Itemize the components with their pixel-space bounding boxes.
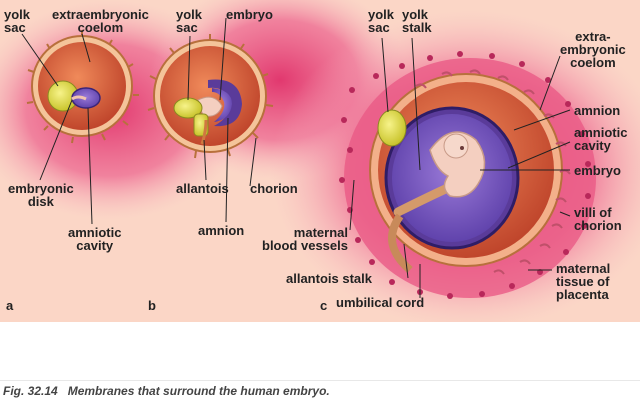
label-c-yolk-stalk: yolk stalk (402, 8, 432, 34)
label-c-yolk-sac: yolk sac (368, 8, 394, 34)
label-c-extraembryonic-coelom: extra- embryonic coelom (560, 30, 626, 69)
label-text: embryo (226, 7, 273, 22)
figure-caption: Fig. 32.14 Membranes that surround the hu… (3, 384, 330, 398)
label-b-chorion: chorion (250, 182, 298, 195)
caption-text: Membranes that surround the human embryo… (67, 384, 330, 398)
panel-a-embryo (26, 30, 139, 144)
label-text: yolk stalk (402, 7, 432, 35)
label-b-allantois: allantois (176, 182, 229, 195)
label-text: amniotic cavity (574, 125, 628, 153)
label-c-amniotic-cavity: amniotic cavity (574, 126, 627, 152)
label-text: embryo (574, 163, 621, 178)
label-text: yolk sac (4, 7, 31, 35)
label-text: extra- embryonic coelom (560, 29, 626, 70)
label-text: yolk sac (176, 7, 203, 35)
label-a-yolk-sac: yolk sac (4, 8, 30, 34)
label-b-amnion: amnion (198, 224, 244, 237)
label-c-umbilical-cord: umbilical cord (336, 296, 424, 309)
label-c-amnion: amnion (574, 104, 620, 117)
label-a-embryonic-disk: embryonic disk (8, 182, 74, 208)
label-b-embryo: embryo (226, 8, 273, 21)
label-text: amniotic cavity (68, 225, 122, 253)
label-a-amniotic-cavity: amniotic cavity (68, 226, 121, 252)
panel-letter-b: b (148, 298, 156, 313)
label-c-maternal-tissue-of-placenta: maternal tissue of placenta (556, 262, 610, 301)
panel-letter-c: c (320, 298, 328, 313)
label-text: maternal blood vessels (262, 225, 348, 253)
label-c-embryo: embryo (574, 164, 621, 177)
panel-c-embryo (339, 51, 596, 299)
label-text: allantois stalk (286, 271, 372, 286)
caption-divider (0, 380, 640, 381)
label-text: yolk sac (368, 7, 395, 35)
label-text: allantois (176, 181, 229, 196)
panel-letter-a: a (6, 298, 14, 313)
label-text: amnion (198, 223, 245, 238)
figure-artwork (0, 0, 640, 322)
label-text: chorion (250, 181, 298, 196)
label-text: maternal tissue of placenta (556, 261, 611, 302)
panel-b-embryo (147, 34, 274, 159)
label-c-villi-of-chorion: villi of chorion (574, 206, 622, 232)
label-c-maternal-blood-vessels: maternal blood vessels (262, 226, 348, 252)
embryo-membranes-figure: yolk sac extraembryonic coelom embryonic… (0, 0, 640, 322)
label-a-extraembryonic-coelom: extraembryonic coelom (52, 8, 149, 34)
label-c-allantois-stalk: allantois stalk (286, 272, 372, 285)
label-text: umbilical cord (336, 295, 425, 310)
leader-lines (21, 17, 571, 298)
label-text: amnion (574, 103, 621, 118)
label-text: extraembryonic coelom (52, 7, 149, 35)
label-text: embryonic disk (8, 181, 74, 209)
figure-number: Fig. 32.14 (3, 384, 58, 398)
label-text: villi of chorion (574, 205, 622, 233)
label-b-yolk-sac: yolk sac (176, 8, 202, 34)
